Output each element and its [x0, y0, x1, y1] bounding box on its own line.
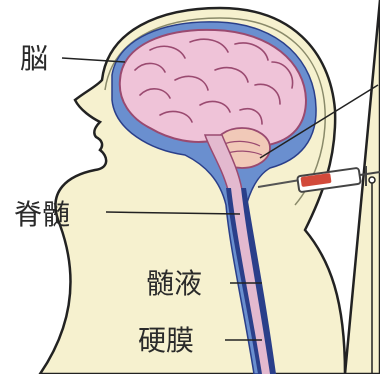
csf-label: 髄液 [146, 267, 202, 300]
callout-dot [369, 177, 375, 183]
dura-label: 硬膜 [138, 324, 194, 357]
brain-label: 脳 [20, 42, 48, 75]
spinal-cord-label: 脊髄 [14, 198, 70, 231]
